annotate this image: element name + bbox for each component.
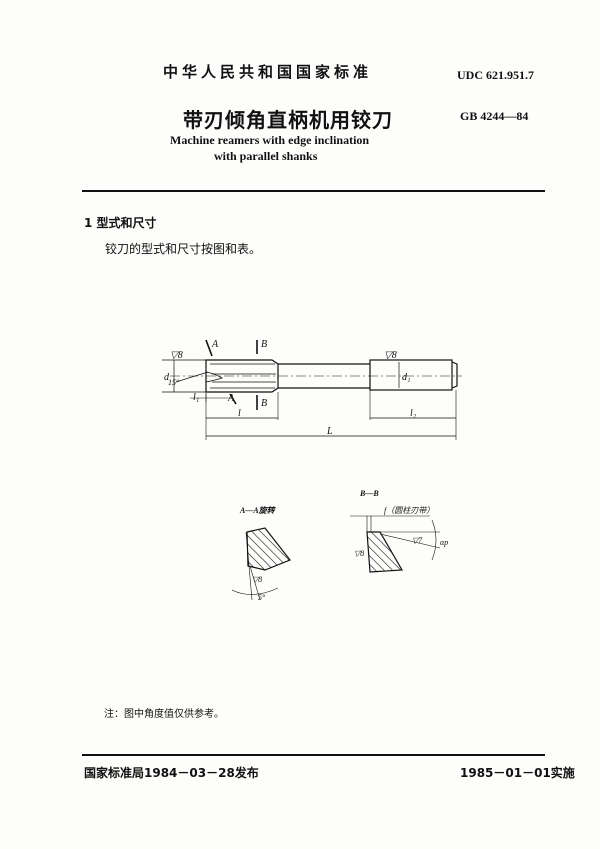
section-heading: 1 型式和尺寸 (84, 216, 157, 230)
udc-code: UDC 621.951.7 (457, 68, 534, 82)
finish-mark-right: ▽8 (384, 350, 397, 361)
section-bb-land-label: f（圆柱刃带） (384, 506, 434, 515)
english-title-line2: with parallel shanks (214, 149, 318, 163)
shank (369, 359, 453, 391)
document-title: 带刃倾角直柄机用铰刀 (183, 108, 393, 132)
neck (278, 363, 370, 389)
section-a-bottom-label: A (227, 393, 235, 404)
section-bb-label: B—B (359, 489, 379, 498)
section-bb-rake-finish: ▽7 (412, 536, 423, 545)
section-body: 铰刀的型式和尺寸按图和表。 (105, 242, 262, 256)
figure-note: 注：图中角度值仅供参考。 (104, 709, 224, 720)
section-aa-label: A—A旋转 (239, 506, 277, 515)
section-b-bottom-label: B (261, 398, 267, 409)
effective-date: 1985－01－01实施 (460, 766, 575, 780)
d1-label: d₁ (402, 372, 410, 383)
standard-number: GB 4244—84 (460, 109, 529, 123)
section-aa-finish: ▽8 (252, 575, 262, 584)
l1-label: l₁ (193, 392, 199, 403)
national-standard-heading: 中华人民共和国国家标准 (163, 63, 373, 81)
section-b-top-label: B (261, 339, 267, 350)
angle-15-label: 15° (168, 378, 180, 387)
section-bb-land-finish: ▽8 (354, 549, 364, 558)
l-label: l (238, 408, 241, 419)
diameter-d-label: d (164, 372, 170, 383)
section-bb-alpha: αp (440, 538, 448, 547)
english-title-line1: Machine reamers with edge inclination (170, 133, 370, 147)
section-a-top-label: A (211, 339, 219, 350)
footer-divider (82, 754, 545, 756)
section-aa-angle: 5° (258, 593, 266, 602)
issue-date: 国家标准局1984－03－28发布 (84, 766, 259, 780)
L-label: L (326, 426, 333, 437)
finish-mark-left: ▽8 (170, 350, 183, 361)
l2-label: l₂ (410, 408, 417, 419)
header-divider (82, 190, 545, 192)
